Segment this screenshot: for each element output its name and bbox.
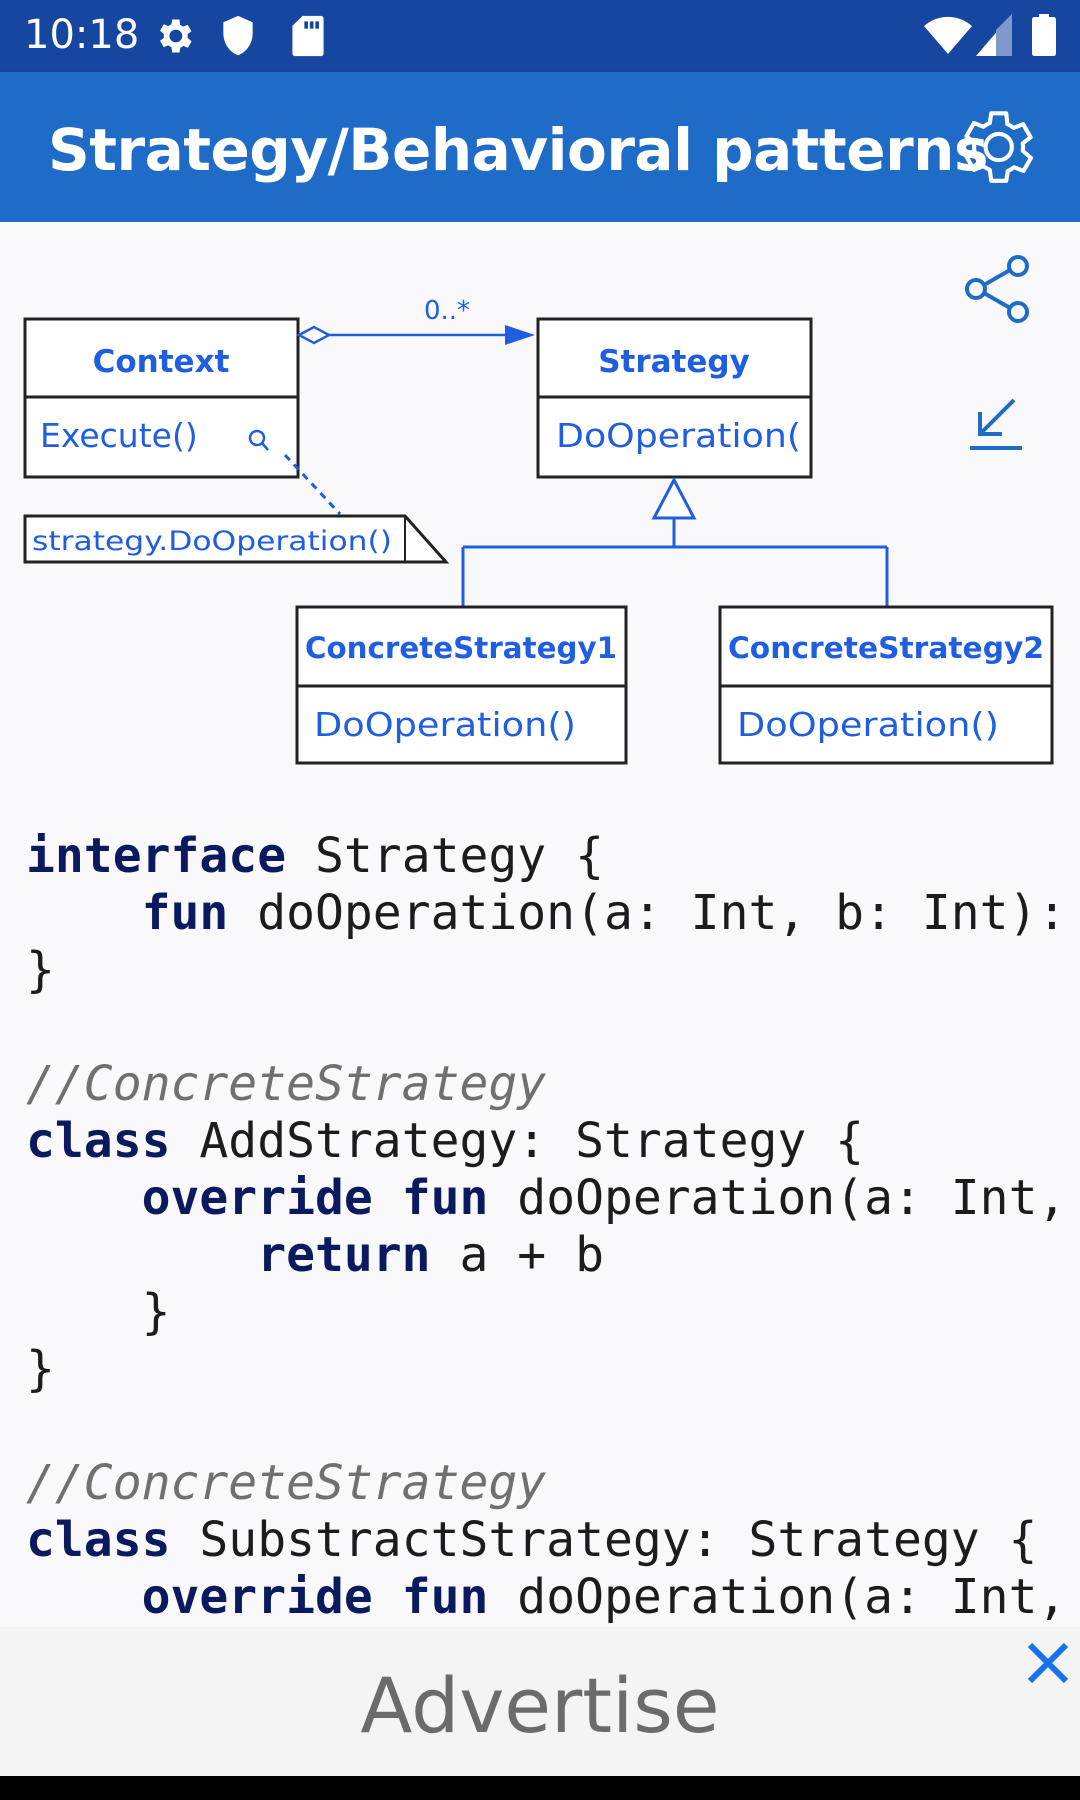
share-button[interactable] <box>960 252 1034 326</box>
context-label: Context <box>93 344 230 380</box>
status-time: 10:18 <box>24 12 140 58</box>
arrow-down-left-icon <box>970 398 1022 450</box>
concrete1-method: DoOperation() <box>314 705 576 744</box>
concrete-strategy1-box: ConcreteStrategy1 DoOperation() <box>295 605 628 765</box>
ad-banner[interactable]: Advertise <box>0 1627 1080 1776</box>
concrete2-label: ConcreteStrategy2 <box>728 631 1044 665</box>
close-icon <box>1027 1642 1069 1684</box>
strategy-class-box: Strategy DoOperation( <box>536 317 813 479</box>
multiplicity-label: 0..* <box>424 296 470 326</box>
content-area[interactable]: Context Execute() 0..* Strategy DoOperat… <box>0 222 1080 1627</box>
share-icon <box>965 255 1029 323</box>
aggregation-arrow <box>296 325 535 345</box>
code-line: return a + b <box>257 1227 604 1283</box>
note-box: strategy.DoOperation() <box>23 453 450 564</box>
gear-icon <box>152 14 196 63</box>
system-nav-bar <box>0 1776 1080 1800</box>
status-bar: 10:18 <box>0 0 1080 72</box>
context-class-box: Context Execute() <box>23 317 300 479</box>
ad-text: Advertise <box>360 1661 720 1750</box>
uml-diagram: Context Execute() 0..* Strategy DoOperat… <box>23 296 1054 765</box>
inheritance-connector <box>461 476 889 607</box>
page-title: Strategy/Behavioral patterns <box>48 116 989 184</box>
wifi-icon <box>924 14 972 61</box>
concrete2-method: DoOperation() <box>737 705 999 744</box>
code-block: interface Strategy { fun doOperation(a: … <box>26 828 1066 1626</box>
ad-close-button[interactable] <box>1020 1635 1076 1691</box>
strategy-label: Strategy <box>598 344 750 380</box>
code-line: } <box>26 942 55 998</box>
code-line: } <box>26 1284 171 1340</box>
sd-card-icon <box>290 14 326 63</box>
shield-icon <box>218 14 258 63</box>
code-line: fun doOperation(a: Int, b: Int): <box>141 885 1067 941</box>
settings-button[interactable] <box>950 102 1040 192</box>
code-line: override fun doOperation(a: Int, <box>141 1569 1067 1625</box>
code-line: } <box>26 1341 55 1397</box>
code-comment: //ConcreteStrategy <box>26 1056 547 1112</box>
gear-icon <box>964 111 1034 183</box>
strategy-method: DoOperation( <box>556 416 801 455</box>
note-text: strategy.DoOperation() <box>32 526 392 557</box>
app-bar: Strategy/Behavioral patterns <box>0 72 1080 222</box>
context-method: Execute() <box>40 416 198 455</box>
code-line: class AddStrategy: Strategy { <box>26 1113 865 1169</box>
code-line: override fun doOperation(a: Int, <box>141 1170 1067 1226</box>
code-line: class SubstractStrategy: Strategy { <box>26 1512 1038 1568</box>
collapse-button[interactable] <box>964 394 1028 458</box>
concrete-strategy2-box: ConcreteStrategy2 DoOperation() <box>718 605 1054 765</box>
code-line: interface Strategy { <box>26 828 604 884</box>
magnifier-icon <box>248 429 266 447</box>
code-comment: //ConcreteStrategy <box>26 1455 547 1511</box>
concrete1-label: ConcreteStrategy1 <box>305 631 617 665</box>
signal-icon <box>976 14 1012 61</box>
battery-icon <box>1032 14 1056 61</box>
